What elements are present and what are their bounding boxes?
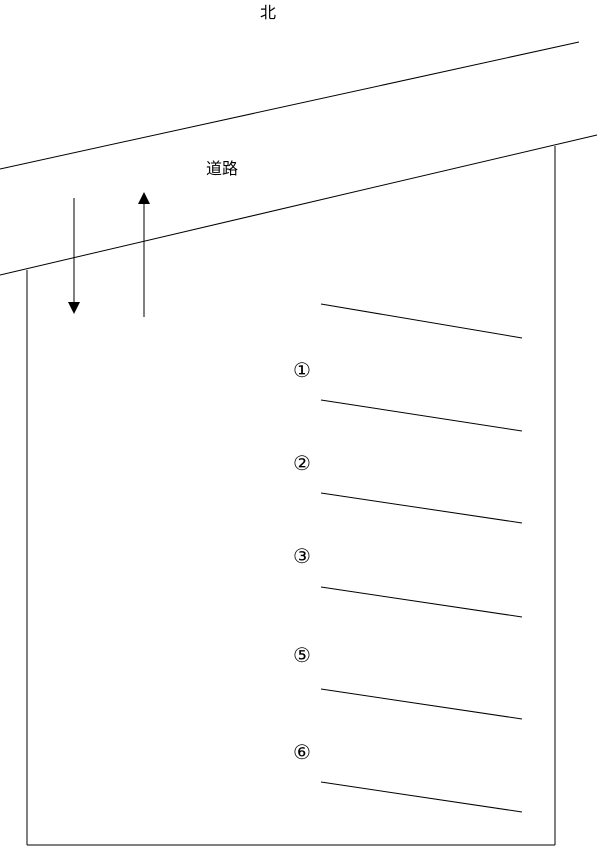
parking-label-5: ⑤ — [293, 643, 311, 667]
parking-label-6: ⑥ — [293, 740, 311, 764]
up-arrow-icon — [138, 192, 150, 317]
parking-divider — [320, 586, 523, 618]
road-edge-north — [0, 41, 580, 170]
down-arrow-icon — [68, 198, 80, 314]
parking-divider — [320, 781, 523, 813]
road-label: 道路 — [206, 159, 238, 178]
parking-label-2: ② — [293, 451, 311, 475]
north-label: 北 — [260, 3, 276, 22]
parking-divider — [320, 492, 523, 524]
parking-label-3: ③ — [293, 544, 311, 568]
road-edge-south — [0, 134, 598, 276]
parking-label-1: ① — [293, 358, 311, 382]
parking-divider — [320, 399, 523, 432]
parking-divider — [320, 303, 523, 339]
parking-divider — [320, 688, 523, 720]
